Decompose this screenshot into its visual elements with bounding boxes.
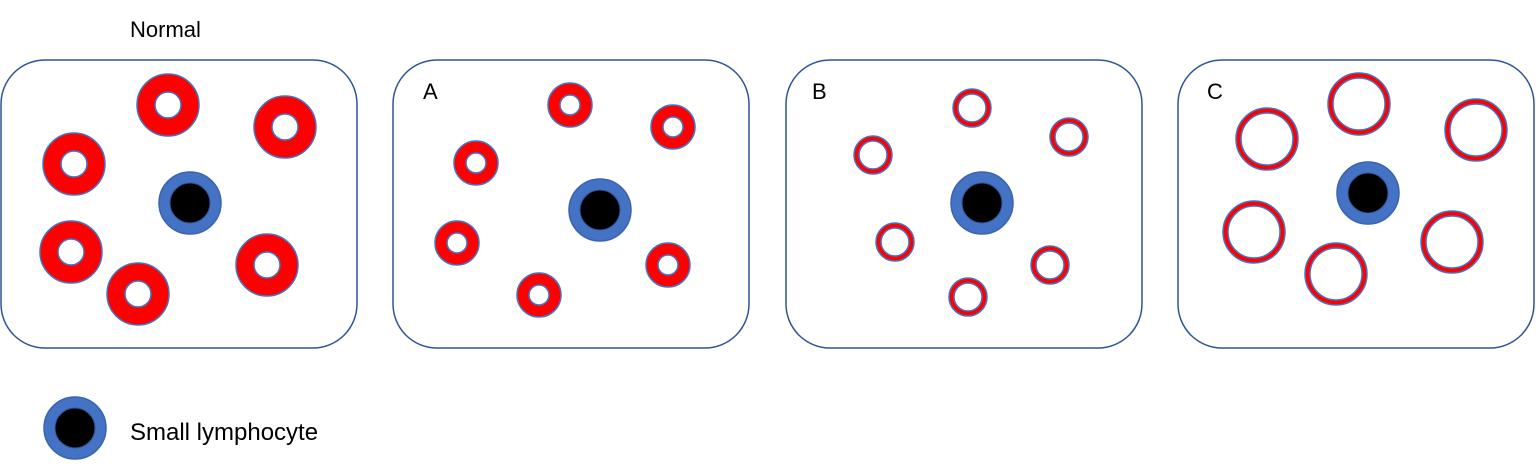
panel-b: B [785,59,1143,349]
panel-normal-label: Normal [130,17,201,42]
red-blood-cell [948,277,988,317]
panel-b-label: B [812,79,827,104]
red-blood-cell [1030,245,1070,285]
red-blood-cell [253,95,317,159]
legend-lymphocyte-icon [43,396,107,460]
small-lymphocyte [950,171,1014,235]
red-blood-cell [875,222,915,262]
red-blood-cell [952,88,992,128]
red-blood-cell [1304,242,1368,306]
red-blood-cell [853,135,893,175]
red-blood-cell [1327,72,1391,136]
small-lymphocyte [1336,161,1400,225]
legend: Small lymphocyte [43,396,318,460]
red-blood-cell [645,242,691,288]
panel-normal: Normal [0,17,358,349]
red-blood-cell [1222,200,1286,264]
small-lymphocyte [158,171,222,235]
small-lymphocyte [568,178,632,242]
red-blood-cell [453,140,499,186]
panel-c: C [1177,59,1535,349]
red-blood-cell [39,220,103,284]
red-blood-cell [235,233,299,297]
red-blood-cell [1444,98,1508,162]
red-blood-cell [1420,210,1484,274]
panel-c-label: C [1207,79,1223,104]
panel-a: A [392,59,750,349]
red-blood-cell [1049,117,1089,157]
red-blood-cell [42,132,106,196]
red-blood-cell [136,73,200,137]
red-blood-cell [1235,107,1299,171]
red-blood-cell [516,272,562,318]
red-blood-cell [434,220,480,266]
legend-label: Small lymphocyte [130,419,318,446]
red-blood-cell [106,262,170,326]
red-blood-cell [547,82,593,128]
red-blood-cell [650,104,696,150]
panel-a-label: A [423,79,438,104]
